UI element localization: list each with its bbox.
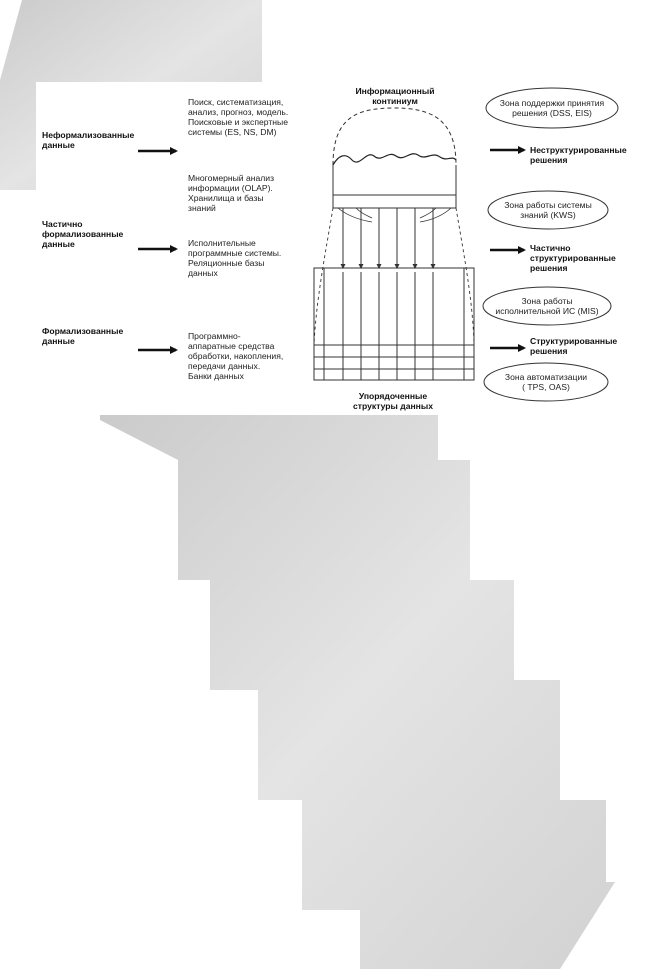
diagram-panel bbox=[36, 82, 431, 415]
diagram-panel-right bbox=[432, 82, 658, 415]
central-continuum-diagram bbox=[313, 107, 475, 381]
zone-mis-ellipse bbox=[482, 286, 612, 326]
dome-dashed-outline bbox=[332, 107, 457, 166]
zone-dss-ellipse bbox=[485, 87, 619, 129]
zone-tps-ellipse bbox=[483, 362, 609, 402]
zone-tps-label: Зона автоматизации( TPS, OAS) bbox=[504, 372, 588, 392]
staircase-top-band bbox=[0, 0, 262, 190]
dashed-flare bbox=[313, 207, 475, 346]
zone-kws-ellipse bbox=[487, 190, 609, 230]
processing-search-label: Поиск, систематизация,анализ, прогноз, м… bbox=[188, 97, 289, 137]
wavy-line bbox=[332, 153, 457, 166]
ordered-data-block bbox=[313, 267, 475, 381]
staircase-bottom bbox=[100, 415, 615, 969]
vertical-flow-lines bbox=[340, 208, 436, 380]
funnel-curves bbox=[337, 207, 452, 223]
